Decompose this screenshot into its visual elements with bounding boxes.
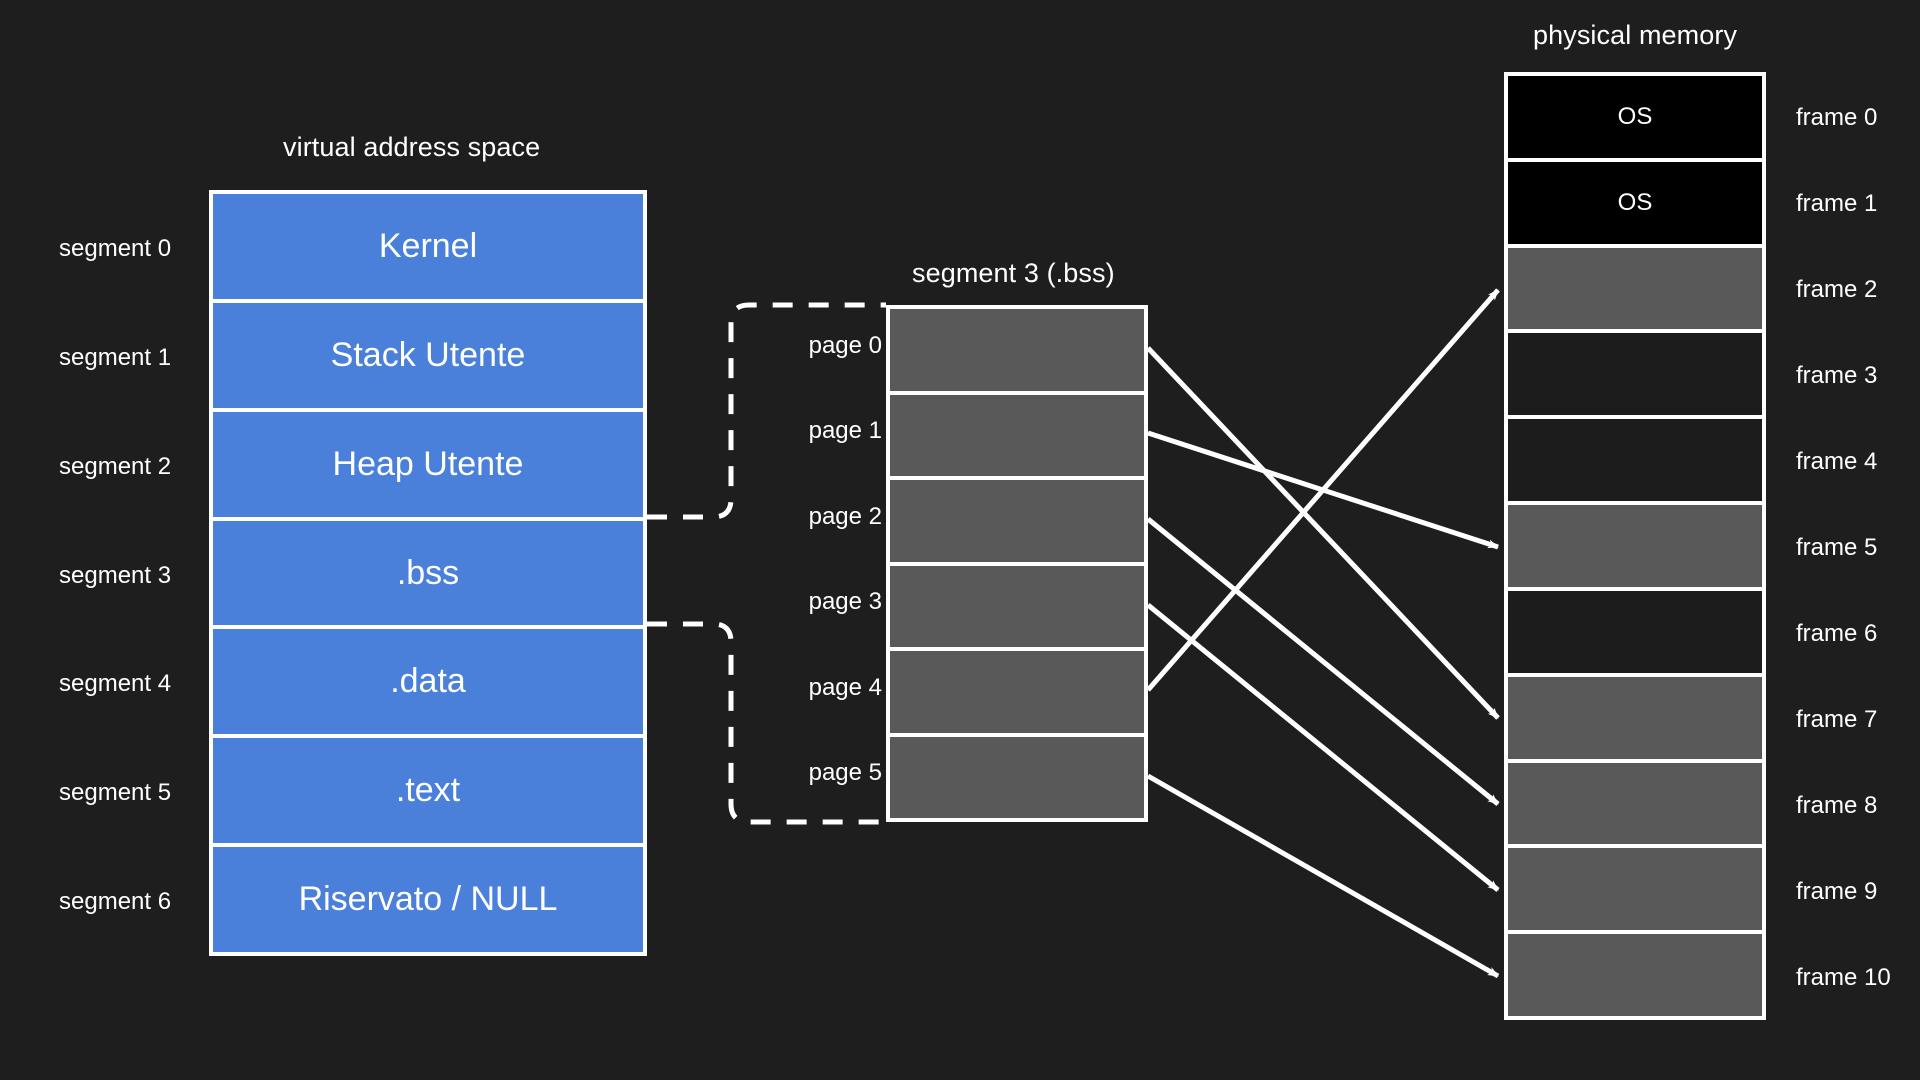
page-label-2: page 2 [808,503,882,530]
segment-label-3: segment 3 [59,562,172,589]
frame-content-1: OS [1617,188,1653,216]
page-label-5: page 5 [808,759,882,786]
page-row-3[interactable] [890,565,1144,651]
frame-label-2: frame 2 [1796,276,1878,303]
frame-row-6[interactable] [1508,590,1762,677]
segment-name-0: Kernel [378,226,478,265]
segment-label-1: segment 1 [59,344,172,371]
page-label-0: page 0 [808,332,882,359]
page-row-1[interactable] [890,394,1144,480]
arrow-page2-frame8 [1146,517,1500,806]
physical-memory-box: OS OS [1504,72,1766,1020]
frame-label-10: frame 10 [1796,964,1891,991]
frame-label-5: frame 5 [1796,534,1878,561]
segment-row-3[interactable]: .bss [213,520,643,630]
segment-name-3: .bss [396,553,460,592]
frame-label-9: frame 9 [1796,878,1878,905]
frame-row-2[interactable] [1508,247,1762,334]
page-label-1: page 1 [808,417,882,444]
page-label-4: page 4 [808,674,882,701]
frame-row-9[interactable] [1508,848,1762,935]
frame-label-6: frame 6 [1796,620,1878,647]
arrow-page3-frame9 [1146,603,1500,892]
segment-row-5[interactable]: .text [213,738,643,848]
segment-name-5: .text [395,771,461,810]
segment-row-2[interactable]: Heap Utente [213,411,643,521]
segment-name-2: Heap Utente [332,444,524,483]
frame-label-4: frame 4 [1796,448,1878,475]
segment-row-6[interactable]: Riservato / NULL [213,847,643,953]
frame-row-5[interactable] [1508,505,1762,591]
page-row-5[interactable] [890,736,1144,818]
frame-label-8: frame 8 [1796,792,1878,819]
frame-content-0: OS [1617,102,1653,130]
segment-name-1: Stack Utente [330,335,526,374]
frame-label-1: frame 1 [1796,190,1878,217]
segment-name-6: Riservato / NULL [298,880,558,919]
page-table-box [886,305,1148,822]
bss-expansion-bracket [647,302,886,825]
page-row-0[interactable] [890,309,1144,395]
frame-row-1[interactable]: OS [1508,161,1762,248]
frame-row-0[interactable]: OS [1508,76,1762,162]
arrow-page5-frame10 [1146,773,1500,979]
page-frame-arrows [1146,288,1500,979]
segment-label-4: segment 4 [59,670,172,697]
virtual-address-space-box: Kernel Stack Utente Heap Utente .bss .da… [209,190,647,956]
frame-row-4[interactable] [1508,419,1762,506]
frame-label-0: frame 0 [1796,104,1878,131]
segment-name-4: .data [390,662,466,701]
frame-label-7: frame 7 [1796,706,1878,733]
segment-row-4[interactable]: .data [213,629,643,739]
segment-label-5: segment 5 [59,779,172,806]
page-row-2[interactable] [890,480,1144,566]
segment-row-1[interactable]: Stack Utente [213,302,643,412]
frame-label-3: frame 3 [1796,362,1878,389]
virtual-address-space-title: virtual address space [283,132,541,162]
physical-memory-title: physical memory [1533,20,1738,50]
arrow-page4-frame2 [1146,288,1500,692]
frame-row-8[interactable] [1508,762,1762,849]
segment-label-0: segment 0 [59,235,172,262]
page-table-title: segment 3 (.bss) [912,258,1115,288]
segment-label-6: segment 6 [59,888,172,915]
segment-row-0[interactable]: Kernel [213,194,643,303]
segment-label-2: segment 2 [59,453,172,480]
frame-row-3[interactable] [1508,333,1762,420]
arrow-page0-frame7 [1146,346,1500,720]
page-row-4[interactable] [890,651,1144,737]
frame-row-7[interactable] [1508,676,1762,763]
frame-row-10[interactable] [1508,934,1762,1016]
page-label-3: page 3 [808,588,882,615]
arrow-page1-frame5 [1147,430,1499,550]
